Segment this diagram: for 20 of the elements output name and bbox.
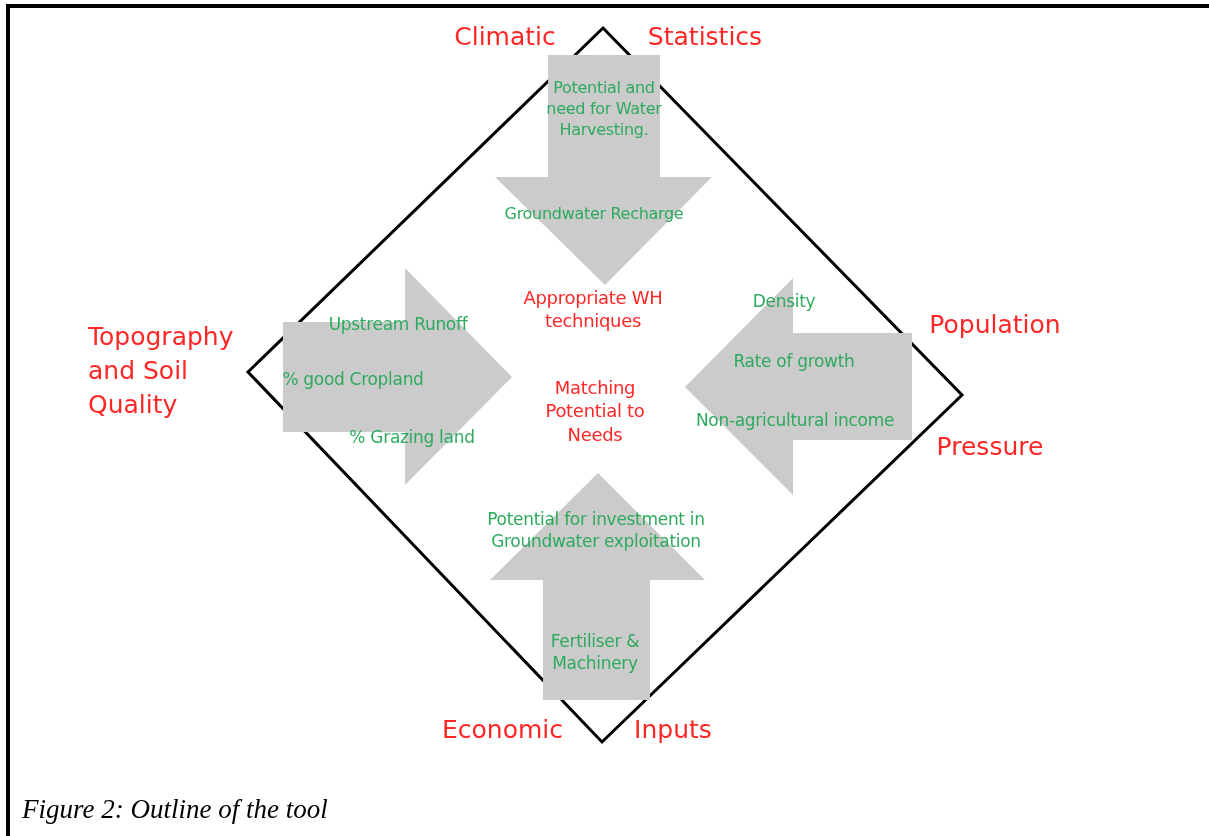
arrow-label: % good Cropland	[281, 368, 425, 391]
arrow-label: Rate of growth	[732, 350, 856, 373]
factor-label: Inputs	[633, 714, 713, 746]
arrow-label: Non-agricultural income	[695, 409, 895, 432]
factor-label: Population	[928, 309, 1062, 341]
arrow-label: Potential and need for Water Harvesting.	[545, 78, 663, 141]
factor-label: Climatic	[453, 21, 557, 53]
center-label: Matching Potential to Needs	[544, 376, 646, 447]
factor-label: Economic	[441, 714, 564, 746]
arrow-label: Potential for investment in Groundwater exploitation	[486, 508, 706, 553]
arrow-label: Groundwater Recharge	[503, 204, 685, 225]
factor-label: Topography and Soil Quality	[88, 321, 235, 421]
arrow-label: % Grazing land	[348, 426, 476, 449]
figure-caption: Figure 2: Outline of the tool	[22, 794, 328, 825]
factor-label: Pressure	[935, 431, 1045, 463]
factor-label: Statistics	[646, 21, 764, 53]
arrow-label: Upstream Runoff	[327, 313, 469, 336]
center-label: Appropriate WH techniques	[522, 286, 664, 333]
arrow-label: Fertiliser & Machinery	[549, 630, 641, 675]
arrow-label: Density	[751, 290, 817, 313]
